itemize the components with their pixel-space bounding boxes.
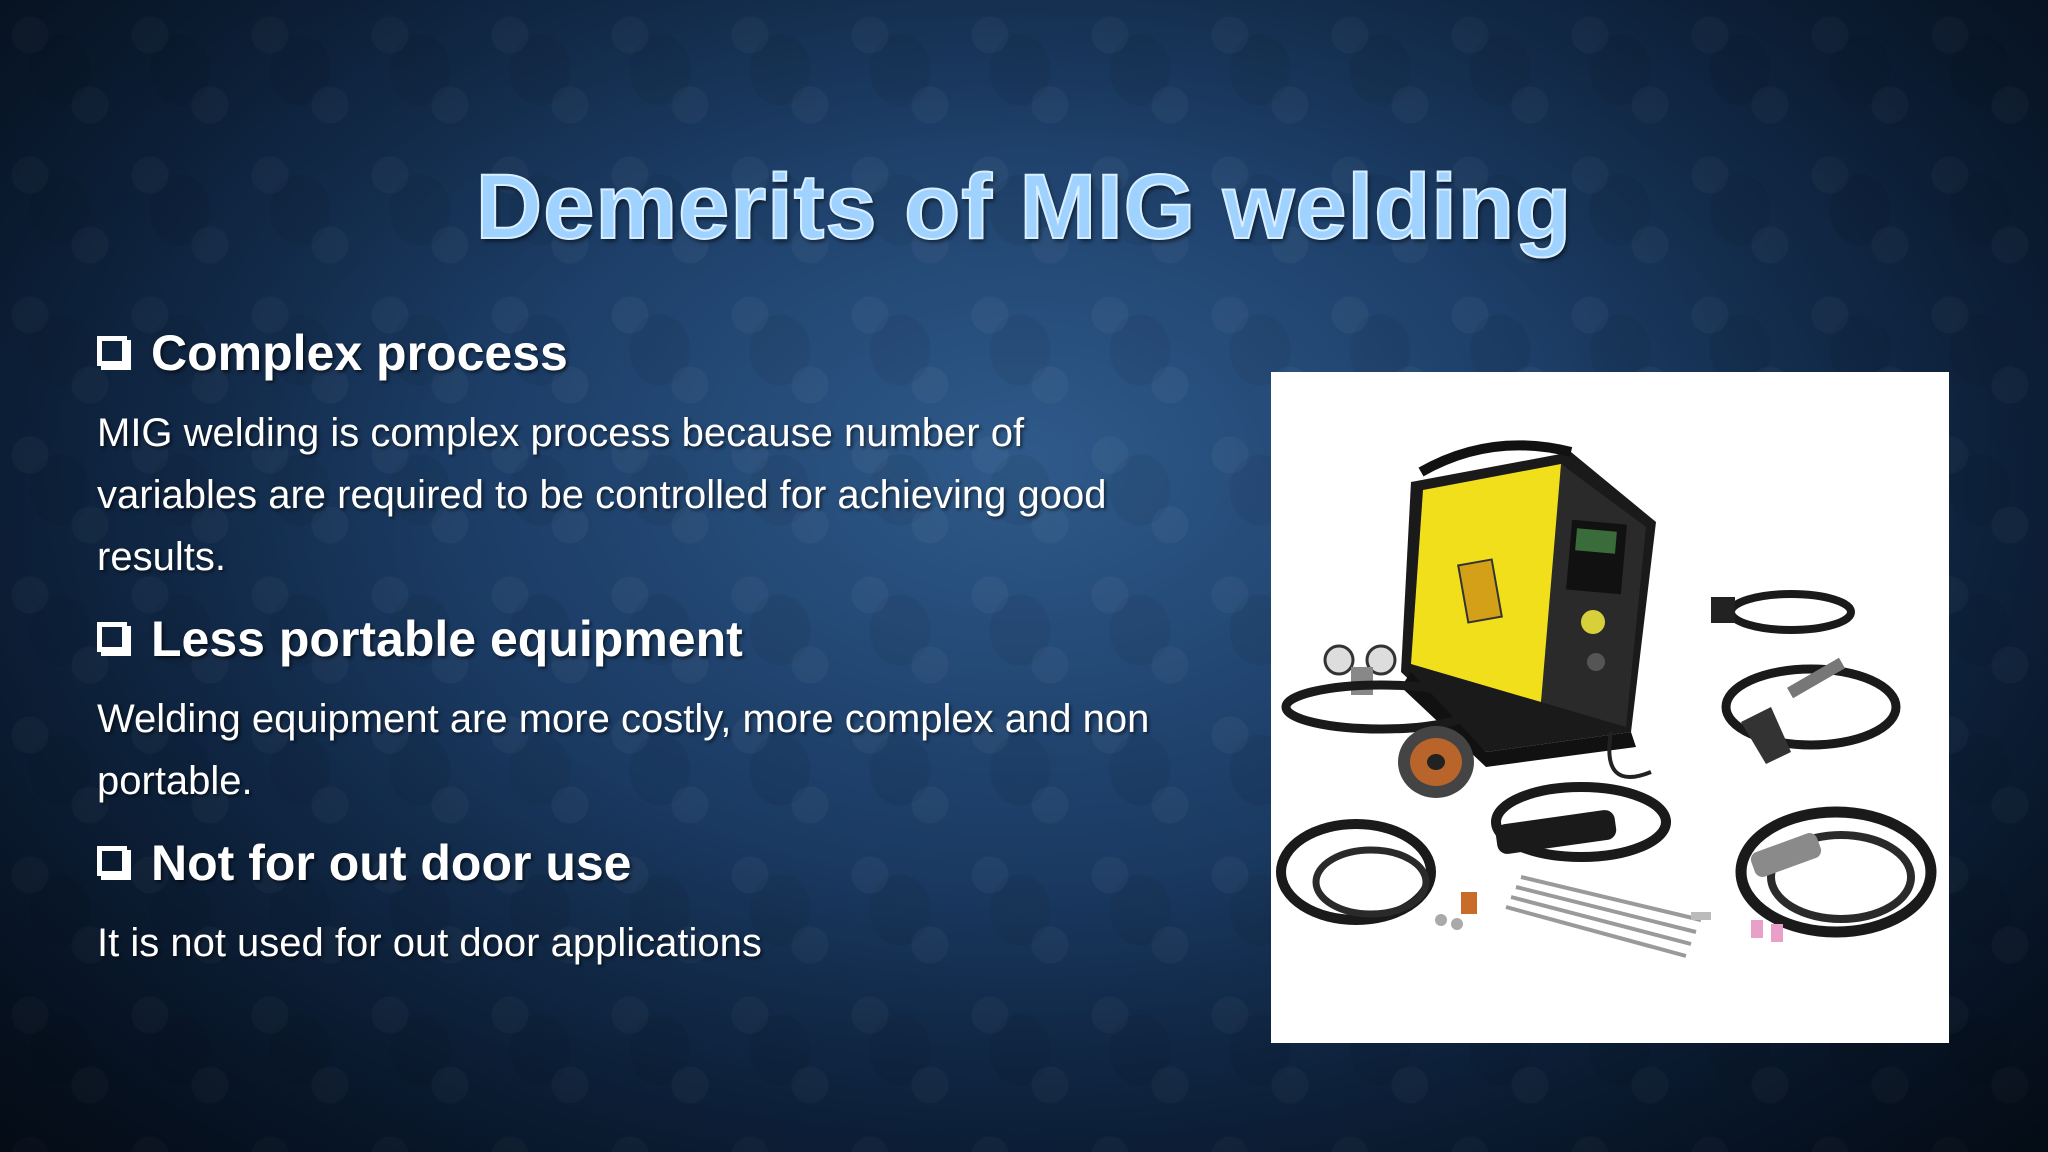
section-heading-outdoor-use: Not for out door use (97, 828, 1197, 898)
filler-rods-icon (1505, 875, 1702, 958)
section-text-complex-process: MIG welding is complex process because n… (97, 411, 1107, 579)
small-parts-icon (1435, 912, 1783, 942)
section-heading-less-portable: Less portable equipment (97, 604, 1197, 674)
section-heading-text: Less portable equipment (151, 611, 743, 667)
wire-spool-icon (1398, 726, 1474, 798)
checkbox-bullet-icon (97, 846, 127, 876)
mig-torch-cable-icon (1276, 819, 1477, 925)
welding-machine-kit-image (1271, 372, 1949, 1043)
section-heading-complex-process: Complex process (97, 318, 1197, 388)
section-text-less-portable: Welding equipment are more costly, more … (97, 697, 1150, 803)
ground-clamp-cable-icon (1491, 782, 1671, 862)
slide-title: Demerits of MIG welding (475, 155, 1573, 259)
section-text-outdoor-use: It is not used for out door applications (97, 921, 762, 965)
power-cable-icon (1711, 590, 1855, 634)
welding-machine-icon (1401, 440, 1656, 779)
gas-regulator-icon (1281, 644, 1481, 734)
welding-machine-kit-illustration (1276, 440, 1937, 958)
section-heading-text: Complex process (151, 325, 568, 381)
checkbox-bullet-icon (97, 622, 127, 652)
tig-torch-icon (1735, 806, 1937, 938)
checkbox-bullet-icon (97, 336, 127, 366)
electrode-holder-icon (1721, 657, 1901, 764)
slide-content: Complex process MIG welding is complex p… (97, 318, 1197, 990)
section-heading-text: Not for out door use (151, 835, 632, 891)
